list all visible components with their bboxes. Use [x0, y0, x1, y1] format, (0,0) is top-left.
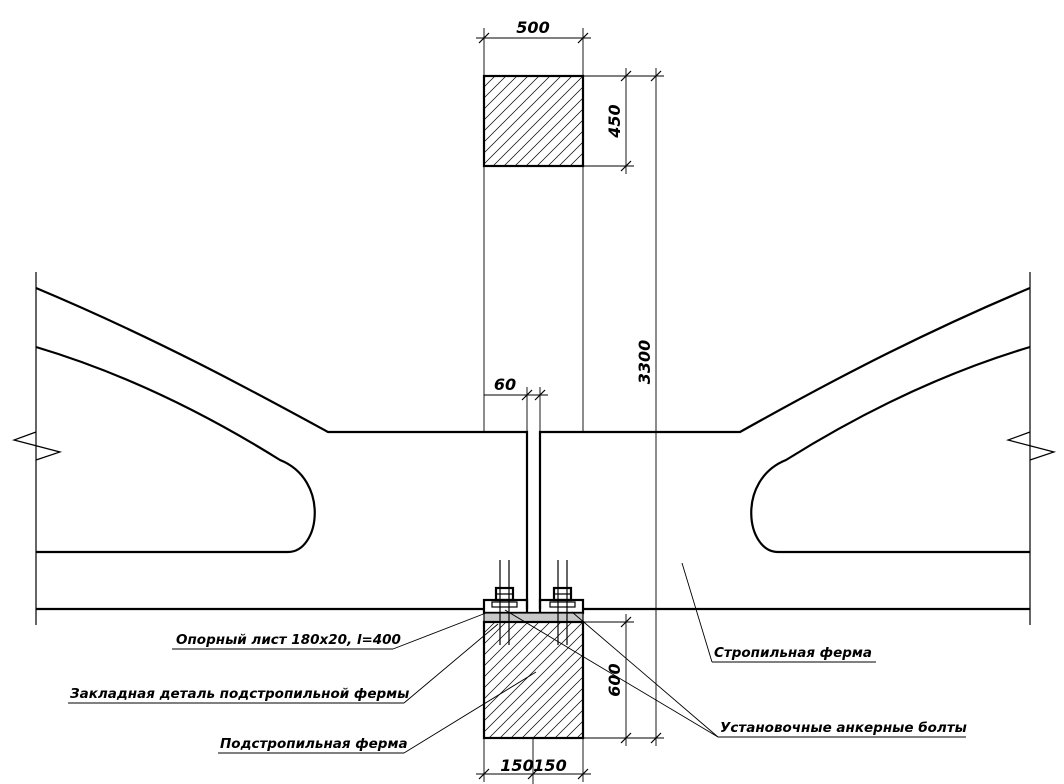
- dim-halves: 150 150: [476, 738, 591, 782]
- hatch-line: [543, 698, 583, 738]
- hatch-line: [514, 97, 583, 166]
- hatch-line: [521, 676, 583, 738]
- hatch-line: [669, 76, 759, 166]
- dim-label-60: 60: [494, 375, 516, 394]
- hatch-line: [484, 76, 507, 99]
- dim-column-width: 500: [476, 18, 591, 76]
- hatch-line: [484, 76, 573, 165]
- embedded-part: [483, 612, 584, 623]
- hatch-line: [492, 76, 583, 166]
- anchor-bolt-right: [549, 560, 576, 645]
- hatch-line: [484, 622, 562, 700]
- dim-gap: 60: [484, 375, 548, 432]
- hatch-line: [484, 76, 551, 143]
- hatch-line: [484, 622, 529, 667]
- hatch-line: [488, 643, 583, 738]
- hatch-line: [484, 76, 485, 77]
- hatch-line: [484, 622, 540, 678]
- hatch-line: [636, 76, 726, 166]
- dim-label-600: 600: [605, 663, 624, 696]
- label-rafter-truss: Стропильная ферма: [714, 645, 872, 661]
- dim-label-500: 500: [516, 18, 549, 37]
- hatch-line: [484, 76, 540, 132]
- label-sub-truss: Подстропильная ферма: [220, 736, 408, 752]
- hatch-line: [647, 76, 737, 166]
- leader-sub-truss: Подстропильная ферма: [218, 671, 537, 754]
- hatch-line: [610, 622, 726, 738]
- hatch-line: [554, 709, 583, 738]
- hatch-line: [484, 632, 583, 733]
- leader-anchor-bolts: Установочные анкерные болты: [504, 609, 967, 738]
- dim-label-3300: 3300: [635, 340, 654, 385]
- hatch-line: [484, 76, 529, 121]
- leader-bearing-plate: Опорный лист 180х20, l=400: [172, 612, 487, 650]
- dim-label-150-right: 150: [533, 756, 566, 775]
- hatch-line: [484, 622, 551, 689]
- hatch-line: [484, 76, 518, 110]
- hatch-line: [614, 76, 704, 166]
- hatch-line: [484, 76, 496, 88]
- anchor-bolt-left: [491, 560, 518, 645]
- leader-rafter-truss: Стропильная ферма: [681, 562, 876, 663]
- hatch-line: [503, 86, 583, 166]
- hatch-line: [532, 687, 583, 738]
- hatch-line: [510, 665, 583, 738]
- hatch-line: [625, 76, 715, 166]
- hatch-line: [484, 622, 583, 722]
- hatch-line: [576, 731, 583, 738]
- label-anchor-bolts: Установочные анкерные болты: [720, 720, 967, 736]
- hatch-line: [484, 622, 507, 645]
- dim-label-150-left: 150: [500, 756, 533, 775]
- dim-label-450: 450: [605, 104, 624, 138]
- hatch-line: [558, 141, 583, 166]
- sub-rafter-truss-section: [482, 620, 726, 784]
- column-section: [482, 74, 759, 168]
- hatch-line: [536, 119, 583, 166]
- right-rafter-truss: [538, 272, 1057, 625]
- left-rafter-truss: [11, 272, 529, 625]
- leader-embedded-part: Закладная деталь подстропильной фермы: [68, 623, 499, 704]
- hatch-line: [658, 76, 748, 166]
- hatch-line: [484, 76, 562, 154]
- label-embedded-part: Закладная деталь подстропильной фермы: [70, 686, 409, 702]
- dim-column-depth: 450: [583, 68, 634, 174]
- column-projection-lines: [483, 166, 584, 432]
- dim-beam-height: 600: [583, 614, 634, 746]
- label-bearing-plate: Опорный лист 180х20, l=400: [176, 632, 401, 648]
- hatch-line: [484, 622, 573, 711]
- hatch-line: [547, 130, 583, 166]
- hatch-line: [525, 108, 583, 166]
- hatch-line: [484, 622, 518, 656]
- dim-total-height: 3300: [583, 68, 664, 746]
- hatch-line: [499, 654, 583, 738]
